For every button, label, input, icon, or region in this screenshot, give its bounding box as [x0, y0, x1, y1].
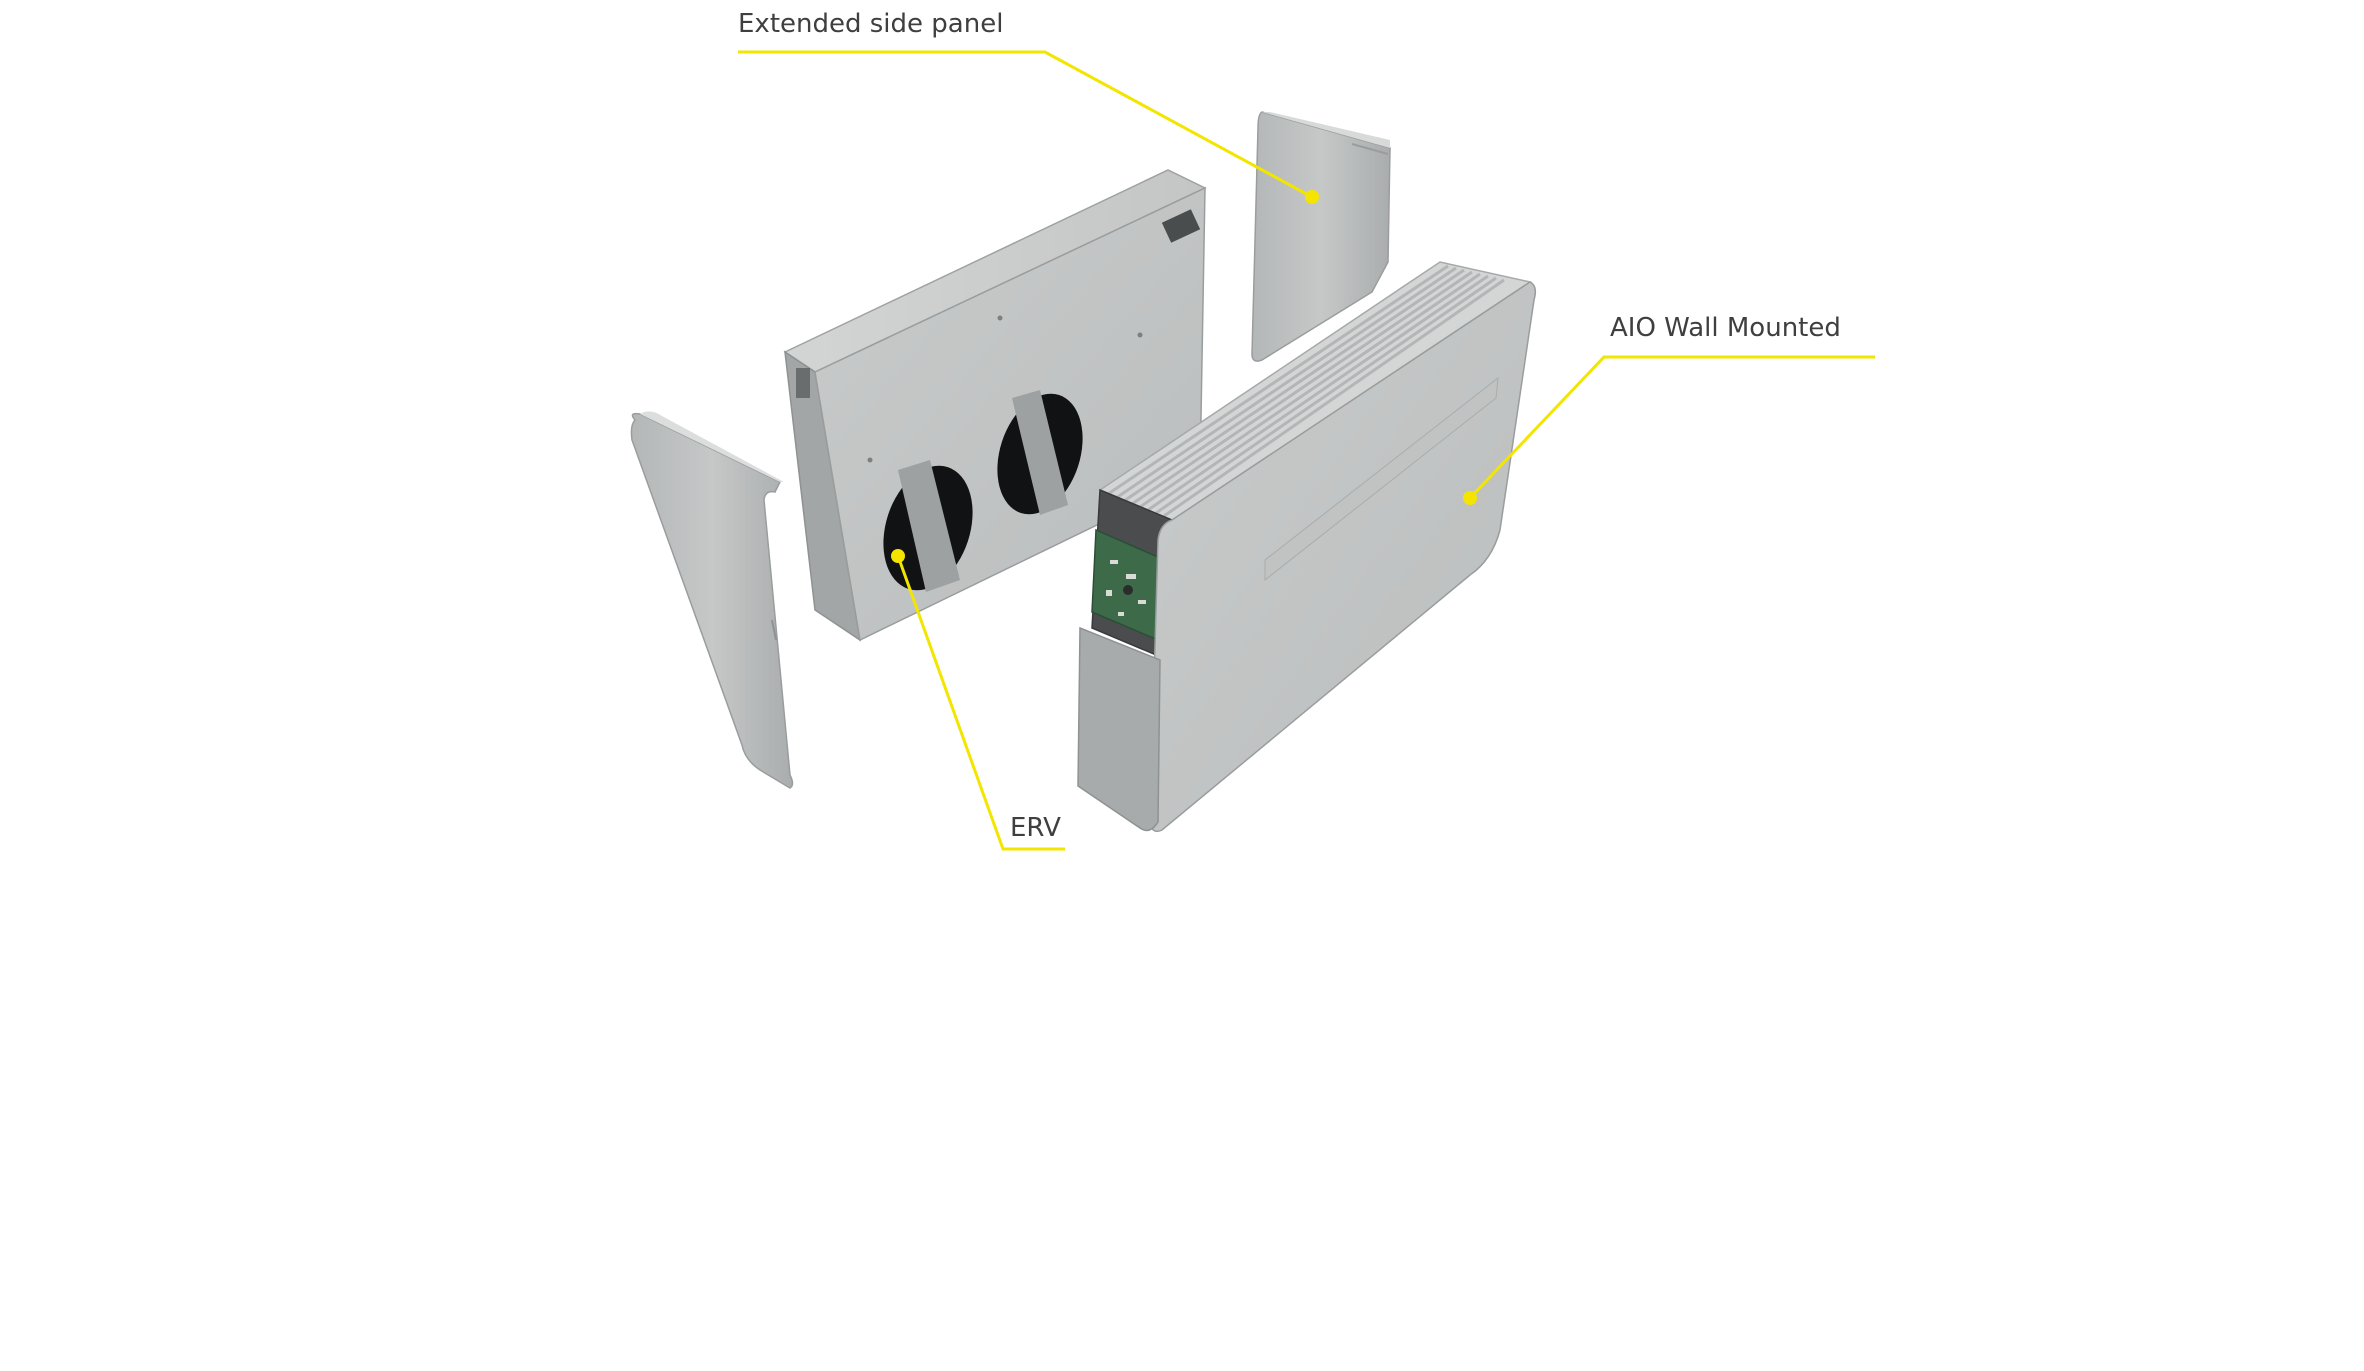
leader-dot-extended-side-panel	[1305, 190, 1319, 204]
erv-unit	[783, 169, 1207, 642]
extended-side-panel	[1251, 111, 1391, 362]
left-end-cap	[630, 411, 794, 789]
callout-label-erv: ERV	[1010, 813, 1061, 843]
leader-line-aio-wall-mounted	[1468, 355, 1875, 500]
callout-label-aio-wall-mounted: AIO Wall Mounted	[1610, 313, 1841, 343]
callout-erv: ERV	[891, 549, 1065, 851]
aio-wall-mounted-unit	[1077, 261, 1537, 833]
leader-dot-aio-wall-mounted	[1463, 491, 1477, 505]
leader-dot-erv	[891, 549, 905, 563]
leader-line-erv	[896, 555, 1065, 851]
leader-line-extended-side-panel	[738, 50, 1313, 199]
callout-aio-wall-mounted: AIO Wall Mounted	[1463, 313, 1875, 505]
callout-extended-side-panel: Extended side panel	[738, 9, 1319, 204]
callout-label-extended-side-panel: Extended side panel	[738, 9, 1003, 39]
